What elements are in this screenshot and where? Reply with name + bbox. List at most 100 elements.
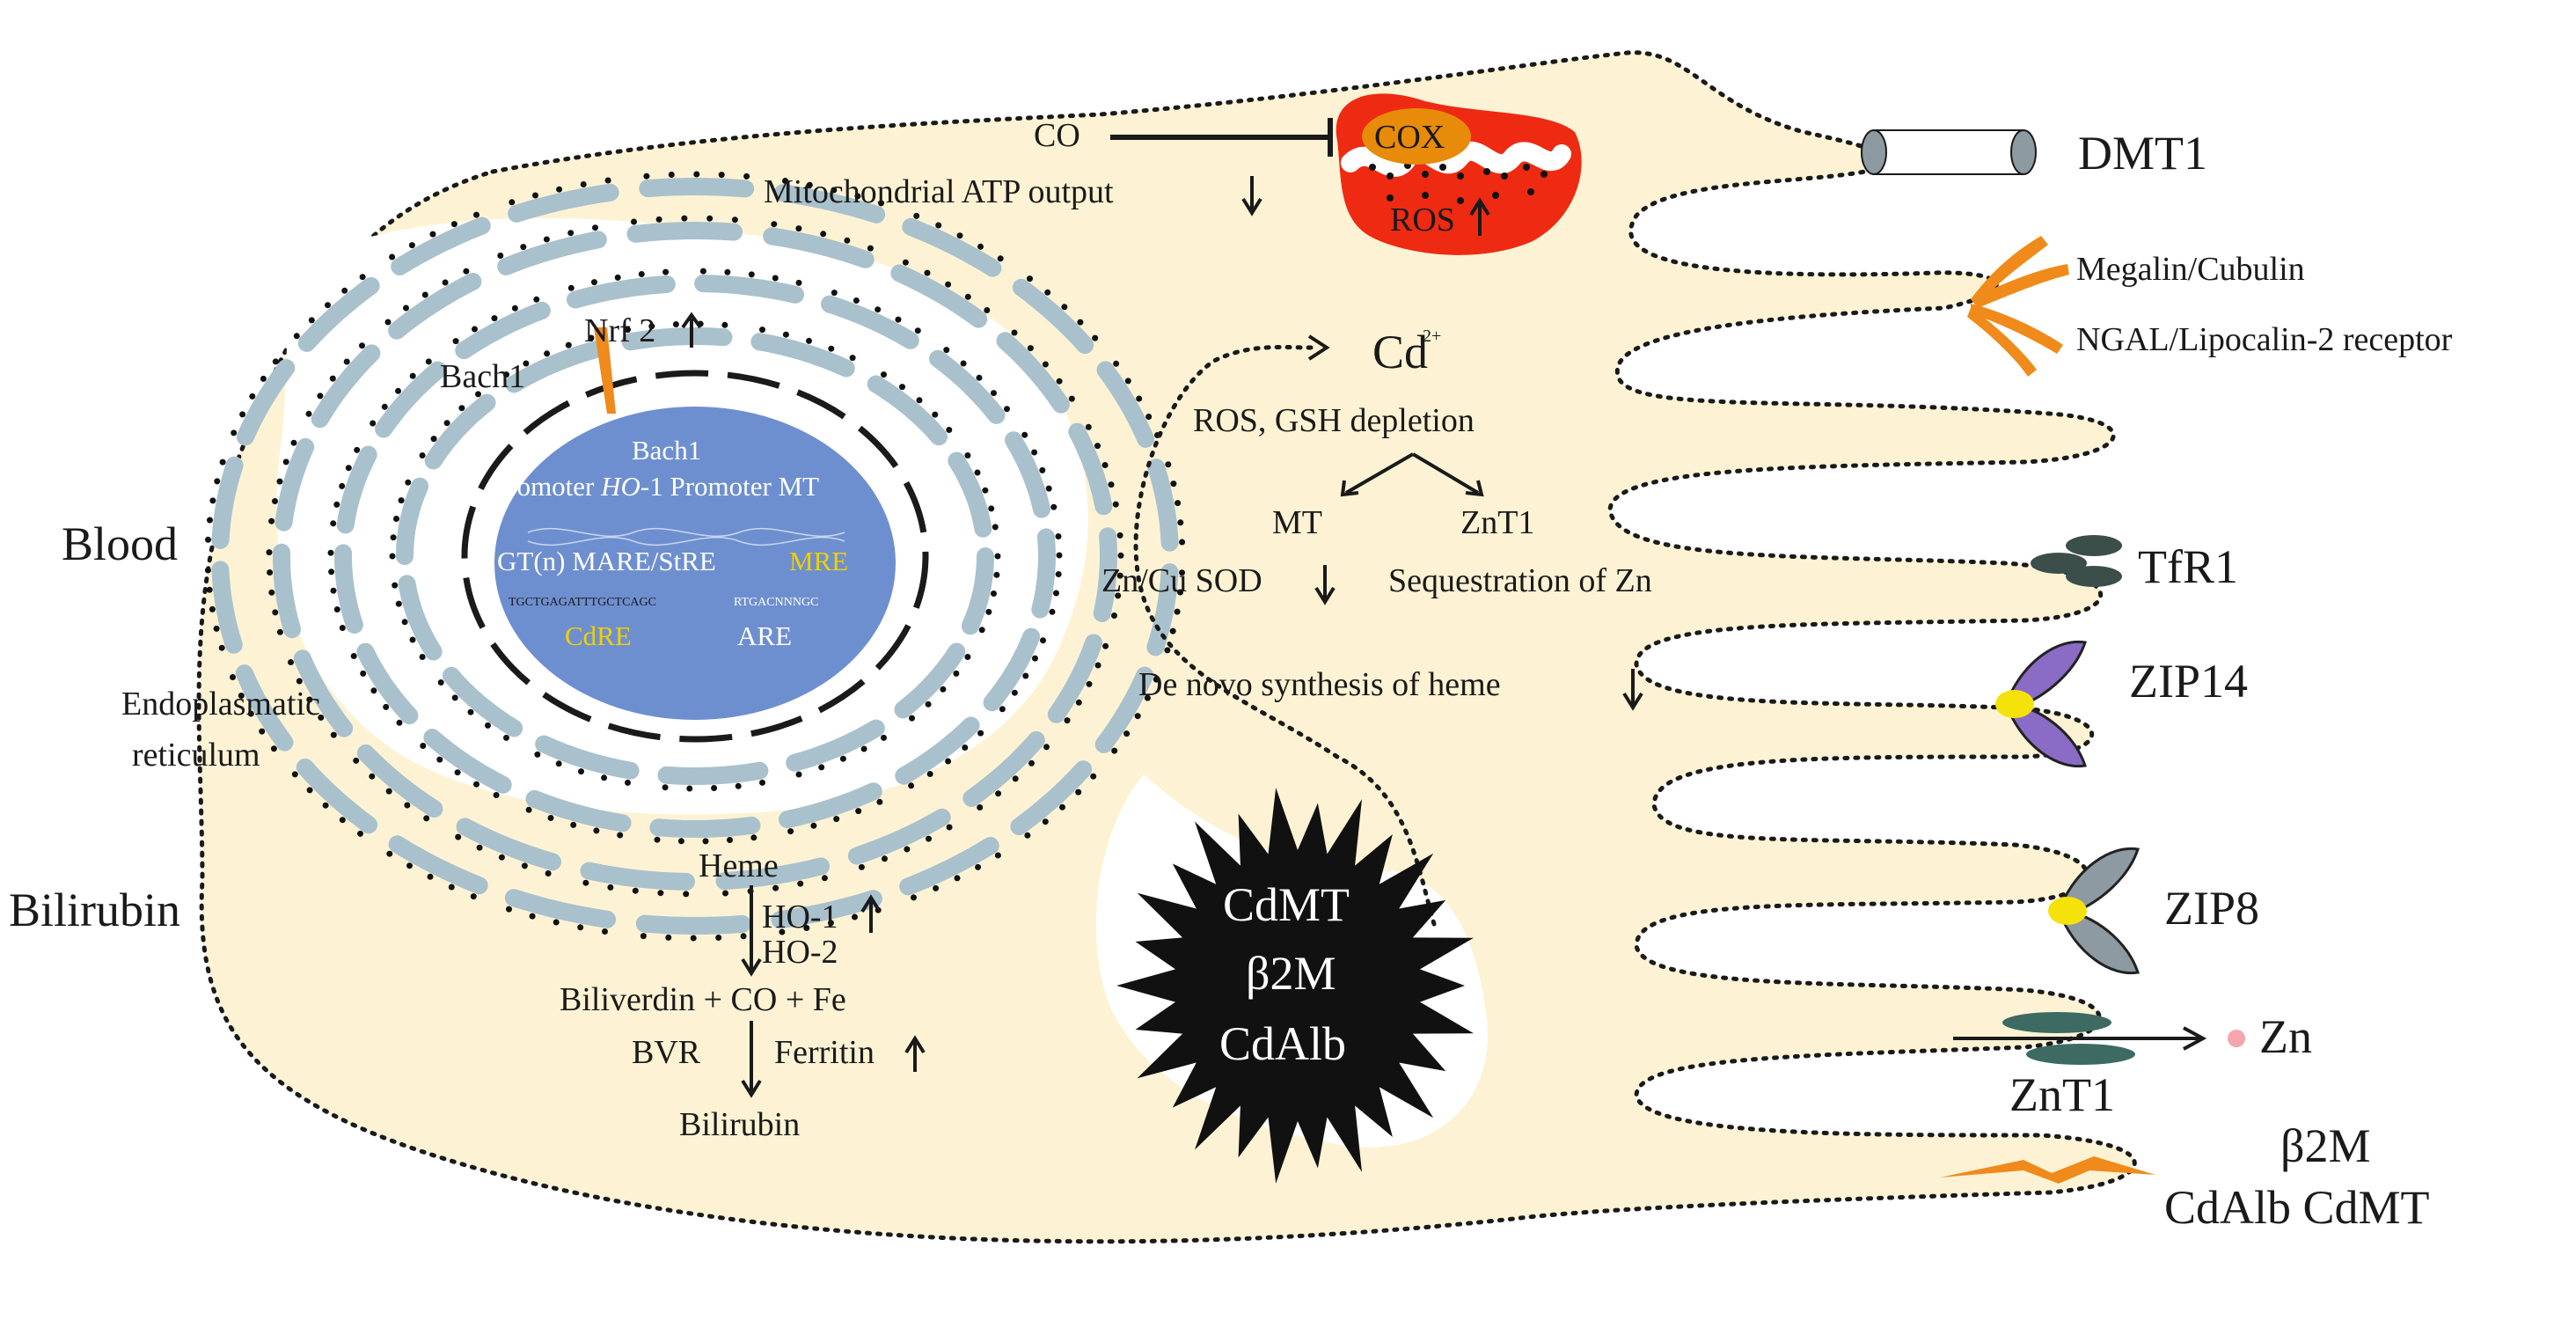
er-cisterna [847, 808, 951, 865]
ribosome [1094, 443, 1101, 450]
ribosome [555, 760, 562, 767]
mito-dot [1527, 188, 1534, 195]
ribosome [276, 628, 283, 635]
ribosome [839, 755, 846, 762]
ribosome [1090, 773, 1097, 780]
mito-dot [1492, 192, 1499, 199]
ribosome [270, 745, 277, 752]
ribosome [395, 600, 402, 607]
ribosome [743, 172, 750, 180]
mito-dot [1523, 164, 1530, 171]
ribosome [740, 933, 747, 940]
er-cisterna [443, 666, 523, 737]
ribosome [702, 838, 709, 845]
ribosome [370, 687, 377, 694]
bvr-arrow [741, 1021, 762, 1098]
ribosome [463, 268, 470, 275]
ribosome [230, 674, 236, 680]
ribosome [547, 815, 554, 821]
ribosome [994, 553, 1001, 560]
ribosome [1004, 406, 1010, 413]
ribosome [1039, 466, 1046, 473]
ribosome [795, 225, 802, 232]
ribosome [339, 482, 346, 489]
gt-mare-label: GT(n) MARE/StRE [497, 546, 716, 576]
er-cisterna [508, 183, 619, 223]
co-inhibition [1110, 118, 1333, 157]
ribosome [591, 279, 597, 286]
er-cisterna [771, 890, 882, 929]
er-cisterna [398, 575, 443, 661]
ribosome [681, 215, 688, 222]
ribosome [895, 316, 902, 323]
ribosome [1094, 662, 1101, 669]
ribosome [993, 571, 1000, 578]
ribosome [727, 837, 733, 843]
ribosome [860, 745, 867, 752]
ribosome [977, 243, 984, 250]
er-label-line2: reticulum [132, 737, 260, 774]
ribosome [806, 337, 812, 344]
ribosome [718, 172, 725, 179]
ribosome [1028, 759, 1035, 767]
ribosome [795, 279, 802, 286]
er-cisterna [763, 227, 875, 268]
ribosome [602, 928, 608, 935]
zn-ion [2228, 1030, 2245, 1047]
ribosome [509, 199, 516, 206]
ho1-label: HO-1 [762, 899, 838, 935]
ribosome [721, 321, 728, 328]
mito-dot [1457, 172, 1464, 180]
ribosome [567, 230, 574, 237]
ribosome [665, 934, 672, 941]
ribosome [1022, 672, 1029, 679]
ribosome [272, 498, 278, 504]
er-cisterna [356, 744, 443, 818]
ribosome [239, 411, 246, 418]
ribosome [876, 798, 883, 805]
ribosome [448, 884, 455, 891]
ribosome [1055, 571, 1062, 577]
ribosome [1175, 500, 1182, 507]
ribosome [249, 392, 256, 400]
er-cisterna [961, 547, 994, 635]
ribosome [408, 242, 415, 249]
ribosome [722, 890, 728, 897]
cox-complex [1362, 108, 1471, 165]
er-label-line1: Endoplasmatic [121, 686, 320, 723]
ribosome [327, 549, 334, 556]
er-cisterna [396, 477, 429, 565]
er-cisterna [311, 344, 381, 429]
ribosome [617, 832, 624, 839]
atp-down-arrow [1241, 176, 1262, 216]
dmt1-channel [1861, 129, 2037, 175]
bach1-nrf2-pointer [594, 327, 616, 414]
er-cisterna [1012, 278, 1094, 355]
are-label: ARE [737, 620, 792, 651]
ngal-label: NGAL/Lipocalin-2 receptor [2076, 321, 2453, 358]
ribosome [640, 933, 647, 940]
er-cisterna [236, 359, 296, 446]
ribosome [1102, 642, 1109, 649]
ribosome [570, 821, 577, 828]
ribosome [1042, 361, 1049, 368]
ribosome [565, 341, 572, 348]
ribosome [318, 714, 325, 721]
ribosome [946, 824, 953, 831]
de-novo-label: De novo synthesis of heme [1138, 666, 1501, 703]
ribosome [683, 891, 690, 898]
ribosome [976, 374, 983, 381]
ribosome [1123, 730, 1131, 737]
ribosome [607, 884, 614, 891]
complex-cdalb: CdAlb [1219, 1017, 1346, 1070]
ribosome [1111, 612, 1117, 619]
ribosome [386, 850, 393, 857]
ribosome [385, 788, 392, 795]
ribosome [288, 659, 294, 665]
ribosome [545, 870, 552, 877]
er-cisterna [786, 719, 885, 772]
ribosome [1086, 680, 1093, 687]
ribosome [1027, 275, 1033, 282]
ribosome [601, 774, 608, 781]
er-cisterna [1093, 527, 1118, 622]
